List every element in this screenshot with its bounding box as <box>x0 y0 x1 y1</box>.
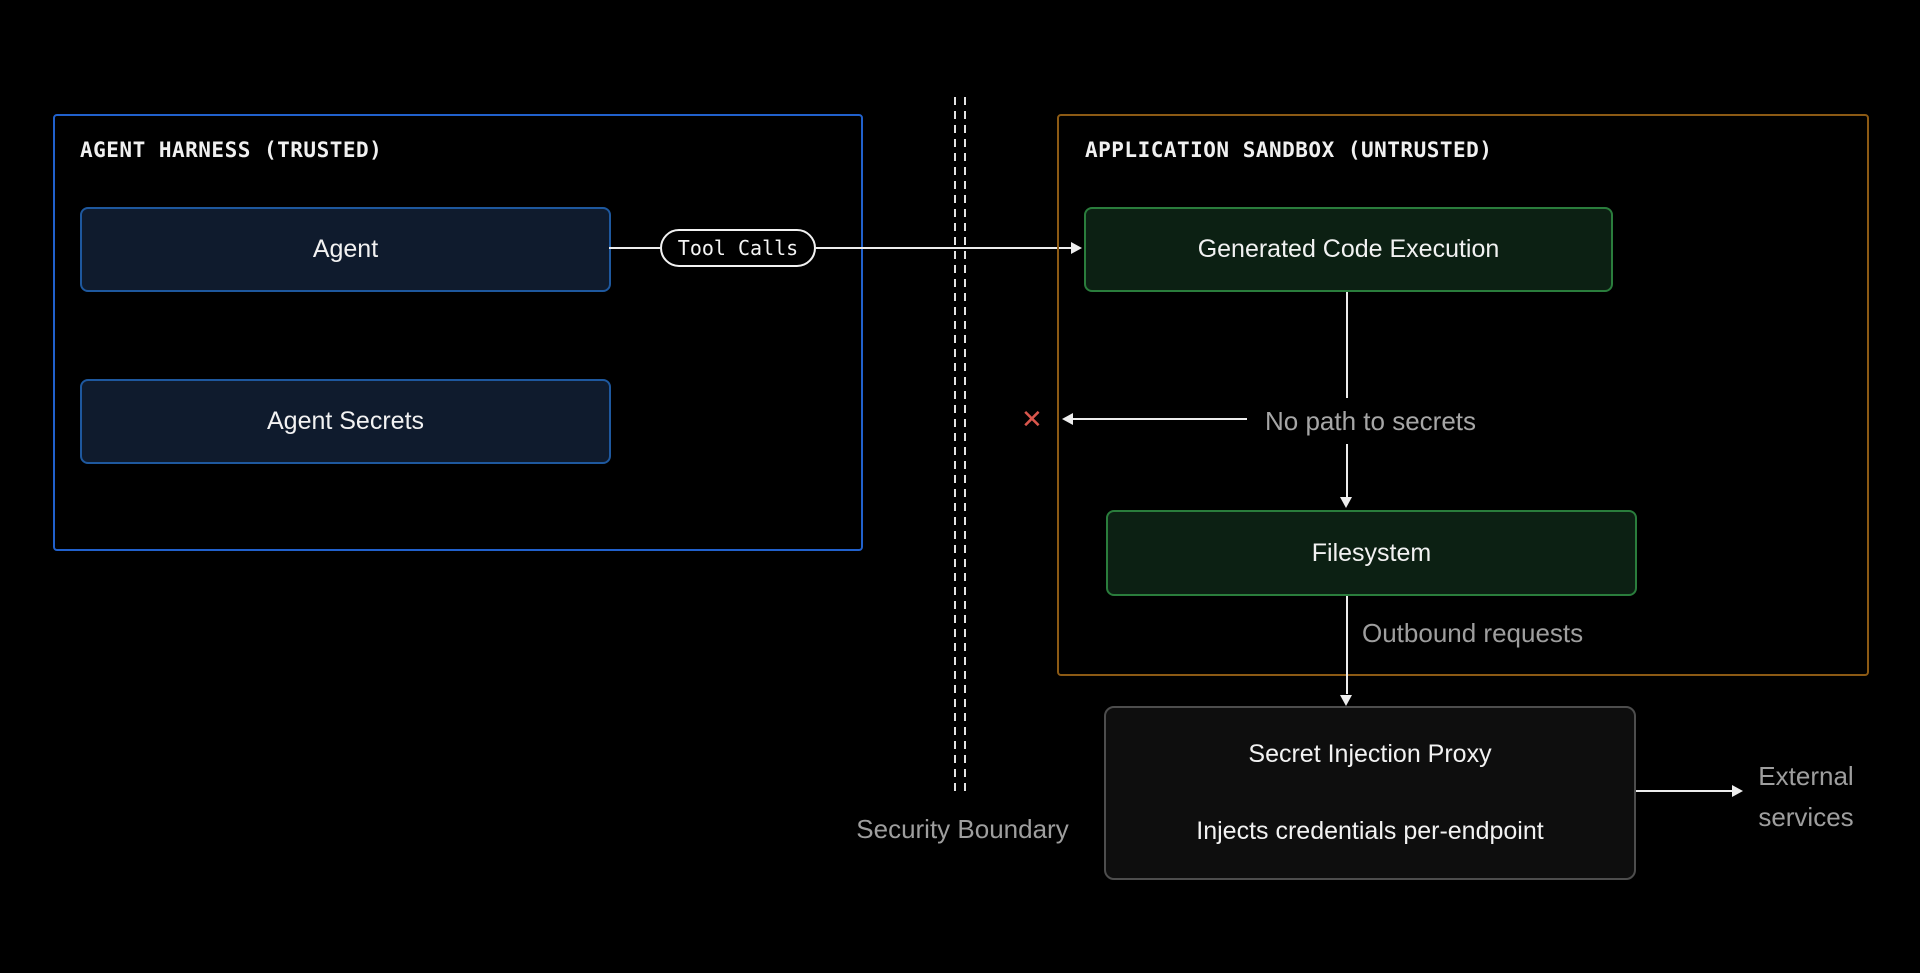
tool-calls-pill-label: Tool Calls <box>677 236 799 260</box>
security-boundary-label: Security Boundary <box>856 814 1069 844</box>
external-services-line2: services <box>1758 802 1854 832</box>
connector-gce-down <box>1346 292 1348 398</box>
agent-node-label: Agent <box>312 235 379 263</box>
arrowhead-right-icon <box>1071 242 1082 254</box>
proxy-subtitle: Injects credentials per-endpoint <box>1196 817 1544 845</box>
connector-pill-to-sandbox <box>816 247 1071 249</box>
no-path-label: No path to secrets <box>1265 406 1476 436</box>
no-path-arrow <box>1073 418 1247 420</box>
connector-to-filesystem <box>1346 444 1348 497</box>
tool-calls-pill: Tool Calls <box>660 229 816 267</box>
proxy-title: Secret Injection Proxy <box>1248 740 1492 768</box>
arrowhead-right-icon <box>1732 785 1743 797</box>
security-boundary-line <box>954 97 956 793</box>
agent-secrets-node-label: Agent Secrets <box>266 407 425 435</box>
agent-secrets-node: Agent Secrets <box>80 379 611 464</box>
application-sandbox-panel: APPLICATION SANDBOX (UNTRUSTED) Generate… <box>1057 114 1869 676</box>
filesystem-node: Filesystem <box>1106 510 1637 596</box>
generated-code-execution-node: Generated Code Execution <box>1084 207 1613 292</box>
application-sandbox-title: APPLICATION SANDBOX (UNTRUSTED) <box>1085 138 1493 162</box>
security-boundary-line <box>964 97 966 793</box>
agent-harness-panel: AGENT HARNESS (TRUSTED) Agent Agent Secr… <box>53 114 863 551</box>
connector-agent-to-pill <box>609 247 660 249</box>
connector-to-external <box>1636 790 1732 792</box>
secret-injection-proxy-node: Secret Injection Proxy Injects credentia… <box>1104 706 1636 880</box>
generated-code-execution-label: Generated Code Execution <box>1197 235 1500 263</box>
arrowhead-down-icon <box>1340 695 1352 706</box>
agent-node: Agent <box>80 207 611 292</box>
arrowhead-left-icon <box>1062 413 1073 425</box>
outbound-requests-label: Outbound requests <box>1362 618 1584 648</box>
filesystem-node-label: Filesystem <box>1311 538 1432 567</box>
blocked-x-icon: ✕ <box>1021 404 1043 434</box>
external-services-label: External services <box>1744 756 1868 838</box>
agent-harness-title: AGENT HARNESS (TRUSTED) <box>80 138 383 162</box>
external-services-line1: External <box>1758 761 1854 791</box>
arrowhead-down-icon <box>1340 497 1352 508</box>
connector-outbound <box>1346 596 1348 694</box>
